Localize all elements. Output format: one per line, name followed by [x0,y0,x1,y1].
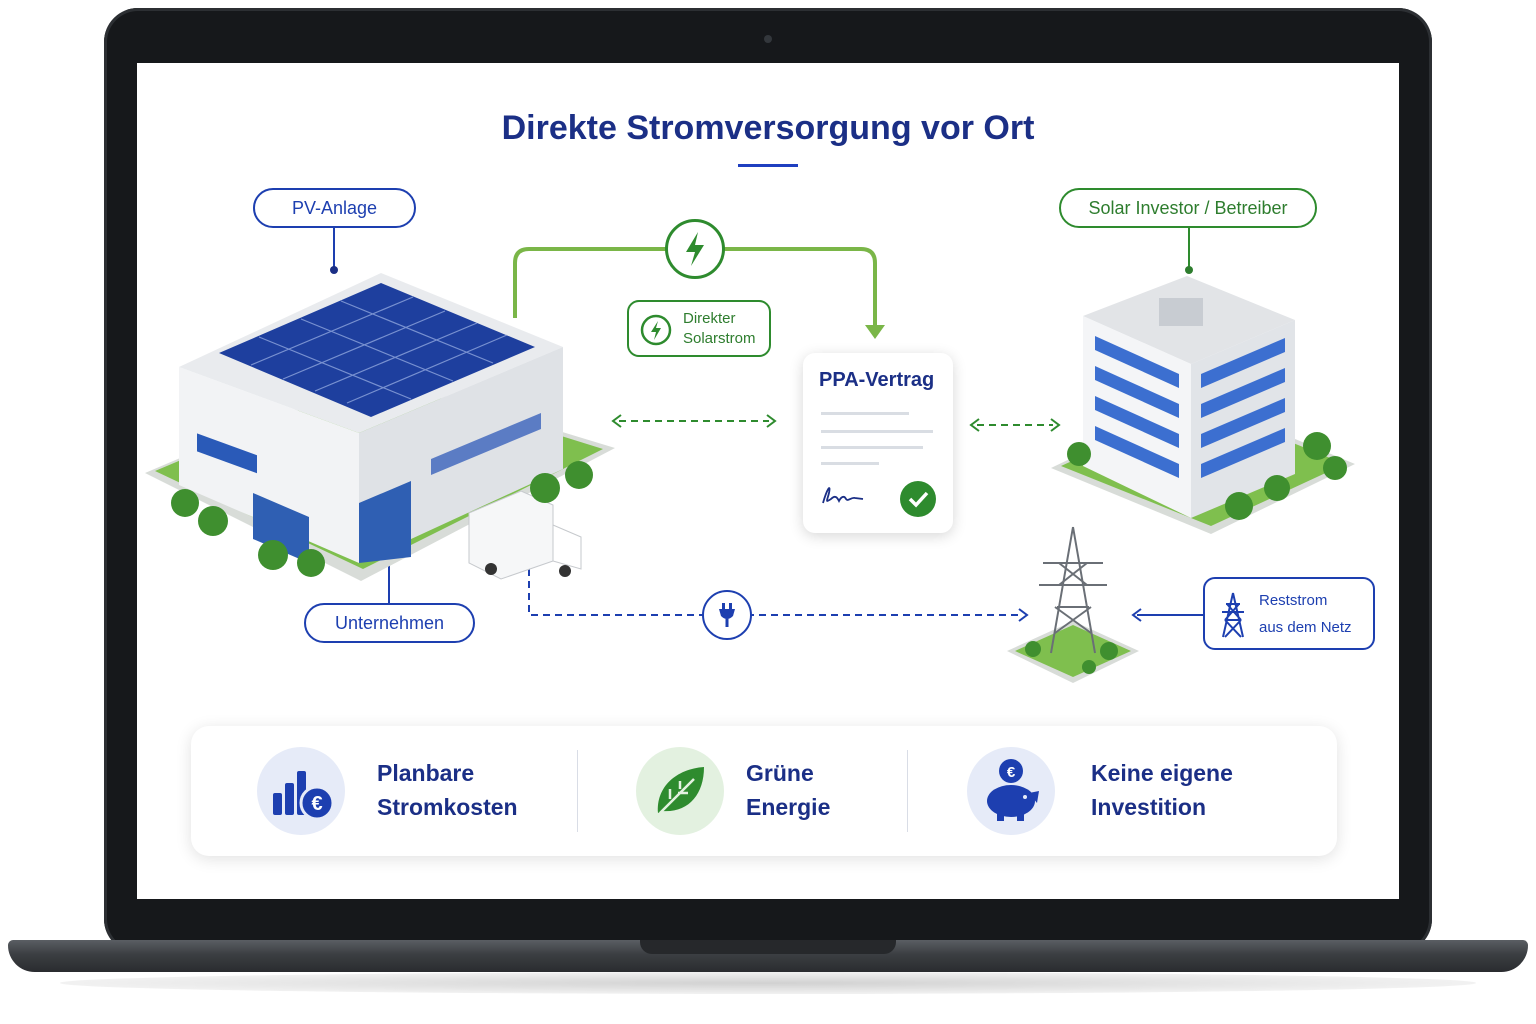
pylon-icon [1222,592,1244,638]
svg-text:€: € [311,793,322,815]
leaf-icon [636,747,724,835]
benefit-3-line1: Keine eigene [1091,760,1233,786]
ppa-contract-title: PPA-Vertrag [819,369,935,391]
pv-anlage-pill: PV-Anlage [253,188,416,228]
direct-solar-line1: Direkter [683,310,736,327]
chart-euro-icon: € [257,747,345,835]
benefits-panel: € Planbare Stromkosten Grüne Energie € [191,726,1337,856]
benefit-2-line1: Grüne [746,760,814,786]
benefit-1-line2: Stromkosten [377,794,518,820]
benefit-2-line2: Energie [746,794,831,820]
bolt-badge [665,219,725,279]
signature-icon [822,487,864,504]
grid-label-line2: aus dem Netz [1259,619,1352,636]
benefit-1-line1: Planbare [377,760,475,786]
factory-illustration [145,273,615,581]
direct-solar-label: Direkter Solarstrom [627,300,771,357]
benefit-divider [907,750,908,832]
page-title: Direkte Stromversorgung vor Ort [501,109,1035,147]
grid-power-label: Reststrom aus dem Netz [1203,577,1375,650]
benefit-3-line2: Investition [1091,794,1207,820]
plug-badge [702,590,752,640]
grid-label-line1: Reststrom [1259,592,1328,609]
laptop-screen: Direkte Stromversorgung vor Ort [137,63,1399,899]
power-pylon-illustration [1007,526,1139,683]
solar-flow-arrowhead [865,325,885,339]
lightning-icon [686,232,704,266]
laptop-notch [640,940,896,954]
investor-pill: Solar Investor / Betreiber [1059,188,1317,228]
benefit-divider [577,750,578,832]
plug-icon [719,603,735,627]
lightning-circle-icon [640,314,672,346]
title-underline [738,164,798,167]
office-building-illustration [1051,276,1355,534]
svg-text:€: € [1007,764,1016,781]
laptop-shadow [60,972,1476,994]
check-icon [900,481,936,517]
grid-flow-line [528,557,1023,616]
unternehmen-pill: Unternehmen [304,603,475,643]
direct-solar-line2: Solarstrom [683,330,756,347]
camera-icon [764,35,772,43]
ppa-contract-card: PPA-Vertrag [803,353,953,533]
piggy-bank-icon: € [967,747,1055,835]
